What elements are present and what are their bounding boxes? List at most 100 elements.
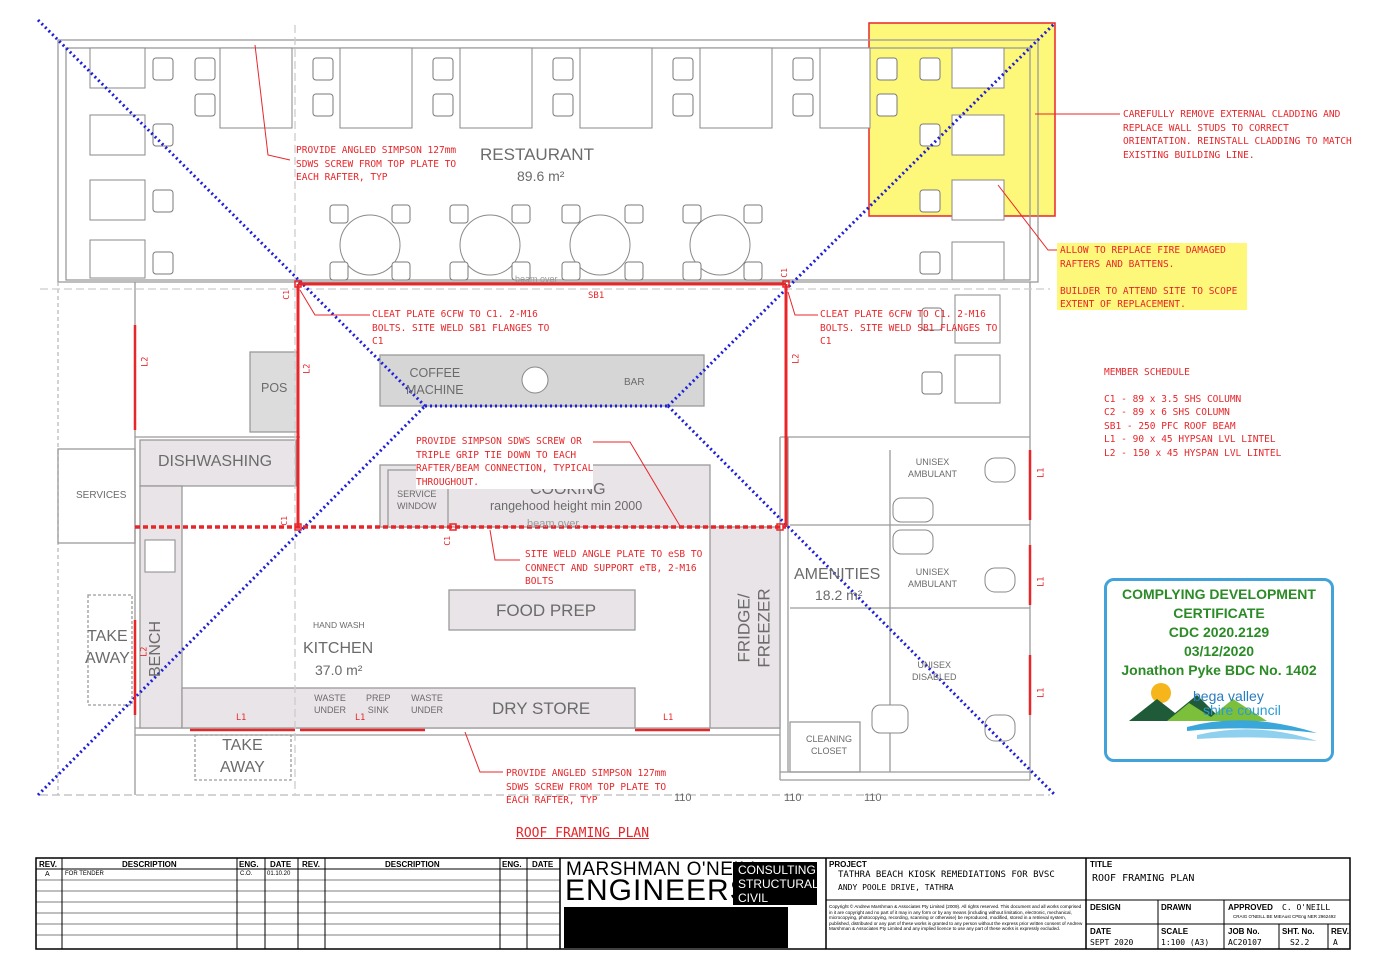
leader-lines — [254, 44, 1120, 773]
tag-l1-2: L1 — [355, 713, 366, 723]
room-take-away-left: TAKE AWAY — [85, 628, 130, 667]
sheet-label: SHT. No. — [1282, 927, 1315, 936]
restaurant-chairs — [152, 57, 943, 395]
plan-title: ROOF FRAMING PLAN — [516, 826, 650, 841]
room-pos: POS — [261, 381, 288, 395]
note-cleat-left: CLEAT PLATE 6CFW TO C1. 2-M16 BOLTS. SIT… — [372, 309, 550, 347]
bega-valley-brand-line2: shire council — [1203, 702, 1281, 718]
room-unisex-ambulant-1: UNISEX AMBULANT — [908, 457, 958, 479]
project-name: TATHRA BEACH KIOSK REMEDIATIONS FOR BVSC — [838, 870, 1055, 880]
scale-value: 1:100 (A3) — [1161, 938, 1210, 947]
room-unisex-disabled: UNISEX DISABLED — [912, 660, 957, 682]
room-beam-over-1: beam over — [515, 274, 558, 284]
diagonal-bracing-lines — [36, 18, 1057, 797]
company-tag-structural: STRUCTURAL — [738, 877, 819, 891]
room-bar: BAR — [624, 377, 645, 388]
approved-label: APPROVED — [1228, 903, 1273, 912]
note-cleat-right: CLEAT PLATE 6CFW TO C1. 2-M16 BOLTS. SIT… — [820, 309, 998, 347]
note-sdws-center: PROVIDE SIMPSON SDWS SCREW OR TRIPLE GRI… — [416, 435, 594, 489]
room-unisex-ambulant-2: UNISEX AMBULANT — [908, 567, 958, 589]
note-top-left: PROVIDE ANGLED SIMPSON 127mm SDWS SCREW … — [296, 145, 457, 183]
cdc-number: CDC 2020.2129 — [1168, 624, 1270, 640]
scale-label: SCALE — [1161, 927, 1189, 936]
rev-row-eng: C.O. — [240, 871, 253, 877]
tag-l1-1: L1 — [236, 713, 247, 723]
cdc-date: 03/12/2020 — [1183, 643, 1255, 659]
job-label: JOB No. — [1228, 927, 1260, 936]
member-schedule-item: C1 - 89 x 3.5 SHS COLUMN — [1104, 393, 1242, 405]
framing-members — [133, 280, 1032, 732]
room-beam-over-2: beam over — [527, 518, 579, 530]
rev-header-date-2: DATE — [532, 860, 554, 869]
member-schedule-item: L2 - 150 x 45 HYSPAN LVL LINTEL — [1104, 447, 1282, 459]
rev-label: REV. — [1331, 927, 1349, 936]
member-schedule-item: C2 - 89 x 6 SHS COLUMN — [1104, 407, 1230, 418]
member-schedule: MEMBER SCHEDULE C1 - 89 x 3.5 SHS COLUMN… — [1104, 366, 1281, 460]
restaurant-tables — [89, 47, 1005, 404]
room-food-prep: FOOD PREP — [496, 601, 597, 620]
project-address: ANDY POOLE DRIVE, TATHRA — [838, 883, 954, 892]
title-value: ROOF FRAMING PLAN — [1092, 873, 1195, 884]
room-dry-store: DRY STORE — [492, 699, 591, 718]
bega-valley-brand: bega valley shire council — [1193, 689, 1281, 717]
dimension-110-b: 110 — [784, 792, 802, 804]
room-cleaning-closet: CLEANING CLOSET — [806, 734, 853, 756]
tag-l1-3: L1 — [663, 713, 674, 723]
bega-valley-brand-line1: bega valley — [1193, 688, 1264, 704]
rev-row-date: 01.10.20 — [267, 871, 291, 877]
design-label: DESIGN — [1090, 903, 1121, 912]
room-coffee-machine: COFFEE MACHINE — [406, 366, 464, 397]
rev-row-rev: A — [45, 871, 50, 878]
note-fire-damage: ALLOW TO REPLACE FIRE DAMAGED RAFTERS AN… — [1060, 245, 1238, 310]
fire-damage-highlight — [1057, 243, 1247, 310]
sheet-value: S2.2 — [1290, 938, 1310, 947]
note-site-weld: SITE WELD ANGLE PLATE TO eSB TO CONNECT … — [525, 549, 703, 587]
date-value: SEPT 2020 — [1090, 938, 1134, 947]
job-value: AC20107 — [1228, 938, 1262, 947]
dimension-110-c: 110 — [864, 792, 882, 804]
rev-header-rev-1: REV. — [39, 860, 57, 869]
rev-header-description-2: DESCRIPTION — [385, 860, 440, 869]
bega-valley-logo-icon — [1129, 683, 1317, 741]
rev-value: A — [1333, 938, 1338, 947]
company-name-line2: ENGINEERS — [565, 874, 751, 907]
room-waste-under-2: WASTE UNDER — [411, 693, 444, 715]
room-rangehood: rangehood height min 2000 — [490, 499, 643, 513]
note-top-right: CAREFULLY REMOVE EXTERNAL CLADDING AND R… — [1123, 109, 1352, 161]
member-schedule-item: L1 - 90 x 45 HYPSAN LVL LINTEL — [1104, 434, 1276, 445]
cdc-line2: CERTIFICATE — [1173, 605, 1265, 621]
drawn-label: DRAWN — [1161, 903, 1192, 912]
rev-header-date-1: DATE — [270, 860, 292, 869]
company-tag-consulting: CONSULTING — [738, 863, 816, 877]
room-waste-under-1: WASTE UNDER — [314, 693, 347, 715]
room-service-window: SERVICE WINDOW — [397, 489, 437, 511]
room-services: SERVICES — [76, 490, 127, 501]
room-restaurant-name: RESTAURANT — [480, 145, 594, 164]
room-amenities-name: AMENITIES — [794, 566, 881, 583]
title-label: TITLE — [1090, 860, 1113, 869]
rev-header-rev-2: REV. — [302, 860, 320, 869]
cdc-certifier: Jonathon Pyke BDC No. 1402 — [1121, 662, 1317, 678]
room-kitchen-area: 37.0 m² — [315, 662, 363, 678]
member-schedule-item: SB1 - 250 PFC ROOF BEAM — [1104, 420, 1236, 432]
rev-header-eng-2: ENG. — [502, 860, 522, 869]
company-tag-civil: CIVIL — [738, 891, 769, 905]
room-prep-sink: PREP SINK — [366, 693, 391, 715]
rev-header-description-1: DESCRIPTION — [122, 860, 177, 869]
approved-value: C. O'NEILL — [1282, 903, 1331, 912]
room-restaurant-area: 89.6 m² — [517, 168, 565, 184]
date-label: DATE — [1090, 927, 1112, 936]
member-schedule-title: MEMBER SCHEDULE — [1104, 367, 1190, 378]
tag-sb1: SB1 — [588, 291, 605, 301]
room-hand-wash: HAND WASH — [313, 620, 365, 630]
note-bottom: PROVIDE ANGLED SIMPSON 127mm SDWS SCREW … — [506, 768, 667, 806]
rev-header-eng-1: ENG. — [239, 860, 259, 869]
copyright-notice: Copyright © Andrew Marshman & Associates… — [829, 904, 1083, 932]
approved-sub: CRAIG O'NEILL BE MIEAust CPEng NER 29624… — [1233, 914, 1336, 919]
project-label: PROJECT — [829, 860, 867, 869]
room-dishwashing: DISHWASHING — [158, 453, 273, 470]
cdc-line1: COMPLYING DEVELOPMENT — [1122, 586, 1316, 602]
rev-row-description: FOR TENDER — [65, 871, 104, 877]
